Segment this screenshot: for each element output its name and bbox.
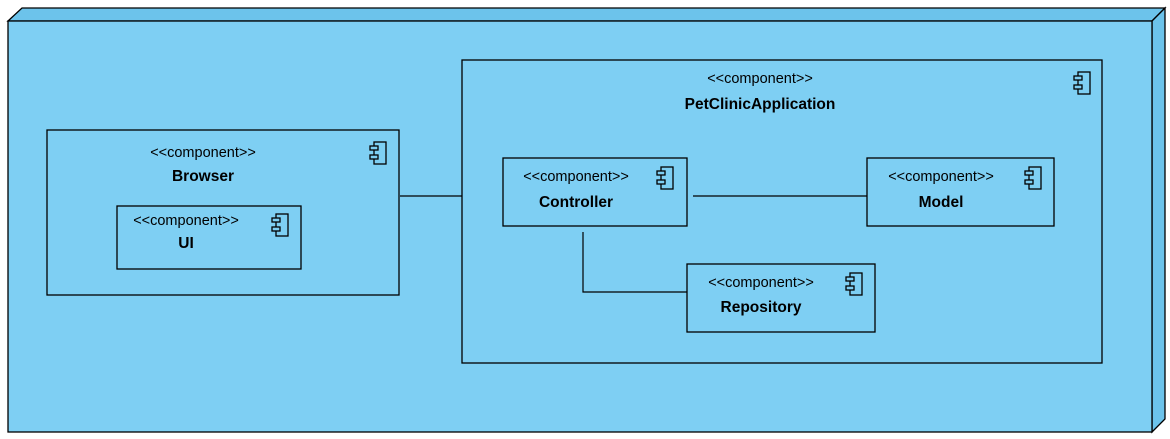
repository-stereotype: <<component>>	[708, 275, 814, 291]
connector-controller-repository[interactable]	[582, 232, 687, 293]
node-top-face	[6, 7, 1167, 22]
browser-stereotype: <<component>>	[150, 145, 256, 161]
controller-stereotype: <<component>>	[523, 169, 629, 185]
controller-name: Controller	[539, 194, 613, 211]
ui-stereotype: <<component>>	[133, 213, 239, 229]
petclinic-name: PetClinicApplication	[685, 96, 836, 113]
repository-name: Repository	[721, 299, 802, 316]
node-side-face	[1151, 6, 1166, 434]
ui-name: UI	[178, 235, 194, 252]
browser-name: Browser	[172, 168, 234, 185]
component-petclinic-application[interactable]: <<component>> PetClinicApplication	[461, 59, 1103, 364]
model-box	[866, 157, 1055, 227]
component-controller[interactable]: <<component>> Controller	[502, 157, 688, 227]
browser-box	[46, 129, 400, 296]
model-name: Model	[919, 194, 964, 211]
model-stereotype: <<component>>	[888, 169, 994, 185]
component-repository[interactable]: <<component>> Repository	[686, 263, 876, 333]
repository-box	[686, 263, 876, 333]
petclinic-stereotype: <<component>>	[707, 71, 813, 87]
component-browser[interactable]: <<component>> Browser	[46, 129, 400, 296]
petclinic-box	[461, 59, 1103, 364]
ui-box	[116, 205, 302, 270]
component-model[interactable]: <<component>> Model	[866, 157, 1055, 227]
component-ui[interactable]: <<component>> UI	[116, 205, 302, 270]
controller-box	[502, 157, 688, 227]
